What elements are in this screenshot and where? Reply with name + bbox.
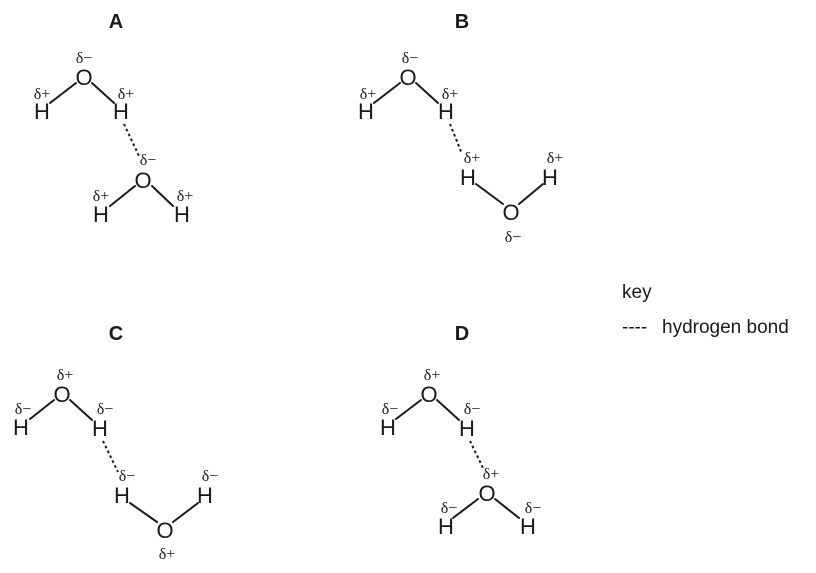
- key-hydrogen-bond-label: hydrogen bond: [662, 317, 789, 338]
- option-b-molecule-1: O δ− H δ+ H δ+: [358, 50, 458, 124]
- oxygen-atom: O: [502, 200, 519, 225]
- oxygen-atom: O: [420, 382, 437, 407]
- hydrogen-atom: H: [13, 415, 29, 440]
- o-h-bond: [373, 82, 401, 104]
- partial-charge: δ+: [442, 86, 459, 103]
- partial-charge: δ−: [441, 500, 458, 517]
- hydrogen-atom: H: [114, 483, 130, 508]
- o-h-bond: [172, 502, 199, 523]
- partial-charge: δ+: [483, 466, 500, 483]
- partial-charge: δ+: [57, 367, 74, 384]
- partial-charge: δ−: [97, 401, 114, 418]
- partial-charge: δ−: [464, 401, 481, 418]
- option-b: B O δ− H δ+ H δ+ O δ− H δ+ H δ+: [358, 11, 563, 246]
- hydrogen-atom: H: [459, 416, 475, 441]
- o-h-bond: [436, 399, 460, 421]
- o-h-bond: [415, 82, 439, 104]
- hydrogen-atom: H: [460, 165, 476, 190]
- partial-charge: δ+: [424, 367, 441, 384]
- partial-charge: δ−: [140, 152, 157, 169]
- option-a-molecule-1: O δ− H δ+ H δ+: [34, 50, 135, 124]
- partial-charge: δ−: [119, 468, 136, 485]
- option-a: A O δ− H δ+ H δ+ O δ− H δ+ H δ+: [34, 11, 194, 227]
- o-h-bond: [452, 498, 479, 519]
- hydrogen-atom: H: [174, 202, 190, 227]
- hydrogen-atom: H: [520, 514, 536, 539]
- o-h-bond: [129, 502, 158, 523]
- o-h-bond: [518, 183, 544, 205]
- partial-charge: δ+: [118, 86, 135, 103]
- hydrogen-atom: H: [438, 99, 454, 124]
- option-a-label: A: [109, 11, 123, 33]
- partial-charge: δ+: [159, 546, 176, 563]
- option-d-molecule-2: O δ+ H δ− H δ−: [438, 466, 541, 539]
- hydrogen-atom: H: [380, 415, 396, 440]
- hydrogen-atom: H: [197, 483, 213, 508]
- option-c-molecule-1: O δ+ H δ− H δ−: [13, 367, 113, 441]
- option-c: C O δ+ H δ− H δ− O δ+ H δ− H δ−: [13, 323, 218, 563]
- hydrogen-atom: H: [93, 202, 109, 227]
- o-h-bond: [494, 498, 520, 519]
- o-h-bond: [49, 82, 77, 104]
- hydrogen-bond-dashed-line: [449, 123, 463, 155]
- option-b-molecule-2: O δ− H δ+ H δ+: [460, 150, 563, 246]
- o-h-bond: [395, 399, 422, 420]
- o-h-bond: [91, 82, 115, 104]
- hydrogen-bond-dashed-line: [123, 123, 140, 157]
- hydrogen-atom: H: [438, 514, 454, 539]
- oxygen-atom: O: [399, 65, 416, 90]
- hydrogen-bond-dashed-line: [102, 440, 119, 473]
- partial-charge: δ+: [34, 86, 51, 103]
- partial-charge: δ+: [177, 188, 194, 205]
- hydrogen-atom: H: [113, 99, 129, 124]
- option-d-label: D: [455, 323, 469, 345]
- hydrogen-atom: H: [34, 99, 50, 124]
- partial-charge: δ+: [93, 188, 110, 205]
- o-h-bond: [69, 399, 93, 421]
- oxygen-atom: O: [478, 481, 495, 506]
- key-title: key: [622, 282, 652, 303]
- partial-charge: δ−: [202, 468, 219, 485]
- option-b-label: B: [455, 11, 469, 33]
- hydrogen-atom: H: [542, 165, 558, 190]
- oxygen-atom: O: [134, 168, 151, 193]
- key-legend: key ---- hydrogen bond: [622, 282, 789, 338]
- oxygen-atom: O: [75, 65, 92, 90]
- o-h-bond: [29, 399, 55, 420]
- partial-charge: δ+: [360, 86, 377, 103]
- partial-charge: δ−: [382, 401, 399, 418]
- o-h-bond: [109, 185, 136, 207]
- option-a-molecule-2: O δ− H δ+ H δ+: [93, 152, 194, 227]
- partial-charge: δ+: [547, 150, 564, 167]
- partial-charge: δ−: [76, 50, 93, 67]
- key-dashed-symbol: ----: [622, 317, 647, 338]
- partial-charge: δ−: [505, 229, 522, 246]
- oxygen-atom: O: [53, 382, 70, 407]
- hydrogen-atom: H: [358, 99, 374, 124]
- oxygen-atom: O: [156, 518, 173, 543]
- partial-charge: δ−: [15, 401, 32, 418]
- o-h-bond: [475, 183, 504, 205]
- option-d-molecule-1: O δ+ H δ− H δ−: [380, 367, 480, 441]
- hydrogen-atom: H: [92, 416, 108, 441]
- option-c-label: C: [109, 323, 123, 345]
- partial-charge: δ+: [464, 150, 481, 167]
- option-c-molecule-2: O δ+ H δ− H δ−: [114, 468, 218, 563]
- option-d: D O δ+ H δ− H δ− O δ+ H δ− H δ−: [380, 323, 541, 539]
- partial-charge: δ−: [525, 500, 542, 517]
- partial-charge: δ−: [402, 50, 419, 67]
- o-h-bond: [151, 185, 174, 207]
